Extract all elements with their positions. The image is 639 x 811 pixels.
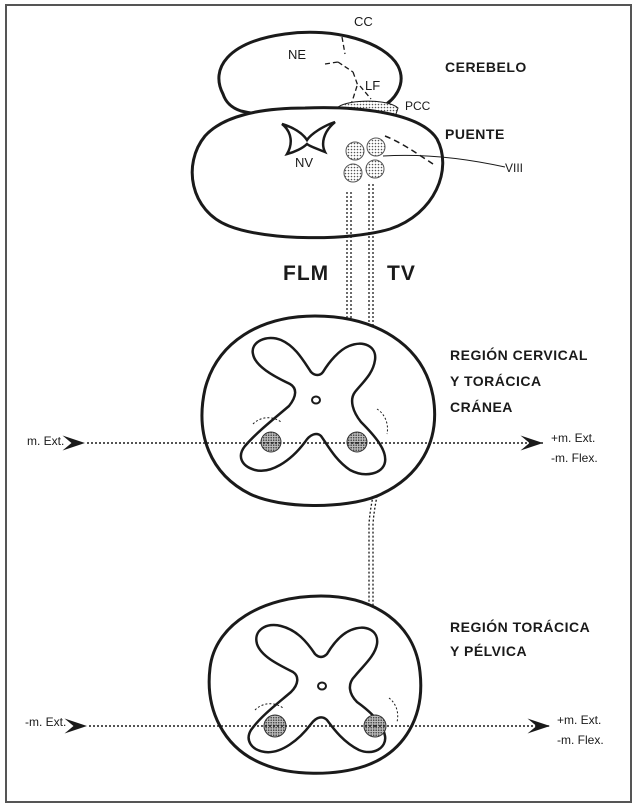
label-cerebelo: CEREBELO [445,59,527,75]
vestibular-pathways-diagram: CC NE LF PCC NV VIII CEREBELO PUENTE FLM… [5,4,632,804]
label-lower-left-effect: -m. Ext. [25,715,66,729]
label-upper-right-effect-2: -m. Flex. [551,451,598,465]
figure-frame: CC NE LF PCC NV VIII CEREBELO PUENTE FLM… [5,4,632,804]
label-nv: NV [295,155,313,170]
cervical-motor-nucleus-right [347,432,367,452]
label-region-cervical-line2: Y TORÁCICA [450,373,542,389]
label-lf: LF [365,78,380,93]
label-region-toracica-line2: Y PÉLVICA [450,643,527,659]
thoracic-central-canal [318,683,326,690]
cervical-central-canal [312,397,320,404]
label-lower-right-effect-1: +m. Ext. [557,713,601,727]
label-region-toracica-line1: REGIÓN TORÁCICA [450,618,590,635]
label-region-cervical-line3: CRÁNEA [450,399,513,415]
vestibular-nucleus-3 [344,164,362,182]
vestibular-nucleus-1 [346,142,364,160]
label-cc: CC [354,14,373,29]
label-upper-left-effect: m. Ext. [27,434,64,448]
vestibular-nucleus-4 [366,160,384,178]
label-viii: VIII [505,161,523,175]
label-region-cervical-line1: REGIÓN CERVICAL [450,346,588,363]
label-lower-right-effect-2: -m. Flex. [557,733,604,747]
label-pcc: PCC [405,99,431,113]
vestibular-nucleus-2 [367,138,385,156]
label-tv: TV [387,262,416,285]
label-ne: NE [288,47,306,62]
label-flm: FLM [283,262,329,285]
label-upper-right-effect-1: +m. Ext. [551,431,595,445]
label-puente: PUENTE [445,126,505,142]
cervical-motor-nucleus-left [261,432,281,452]
pons-outline [192,108,443,238]
